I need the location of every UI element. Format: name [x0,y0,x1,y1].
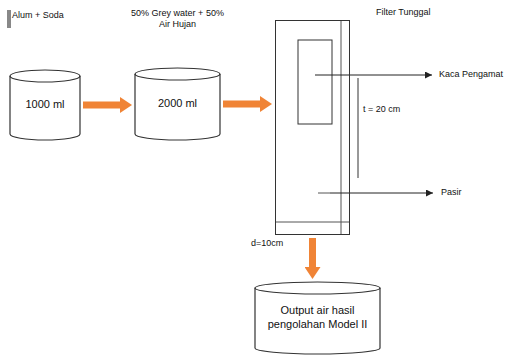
observation-window [298,40,332,124]
height-line [358,78,359,178]
annotation-label: Kaca Pengamat [438,69,504,80]
node-label: 1000 ml [25,98,64,112]
cylinder-body [255,282,380,354]
sand-mark [318,193,330,194]
node-heading: Filter Tunggal [376,7,456,18]
cylinder-body [10,70,80,140]
annotation-label: Pasir [440,187,463,198]
container-cylinder: Output air hasil pengolahan Model II [255,282,380,354]
cylinder-rim [10,76,80,82]
leader-arrow [330,193,433,194]
node-heading: 50% Grey water + 50% Air Hujan [125,8,230,31]
container-cylinder: Alum + Soda1000 ml [10,70,80,140]
node-label: Output air hasil pengolahan Model II [264,304,372,332]
container-cylinder: 50% Grey water + 50% Air Hujan2000 ml [135,68,220,140]
cylinder-rim [255,288,380,294]
cylinder-rim [135,74,220,80]
flow-arrow [223,101,260,108]
filter-base-line [276,222,349,223]
flow-arrow [83,102,120,109]
annotation-label: d=10cm [250,238,284,249]
node-label: 2000 ml [158,97,197,111]
leader-arrow [315,75,432,76]
cylinder-body [135,68,220,140]
annotation-label: t = 20 cm [362,104,401,115]
title-bar [7,10,11,28]
filter-box: Filter Tunggal [275,20,350,235]
flow-arrow [309,238,316,267]
filter-depth-line [341,21,342,234]
node-heading: Alum + Soda [12,10,102,21]
